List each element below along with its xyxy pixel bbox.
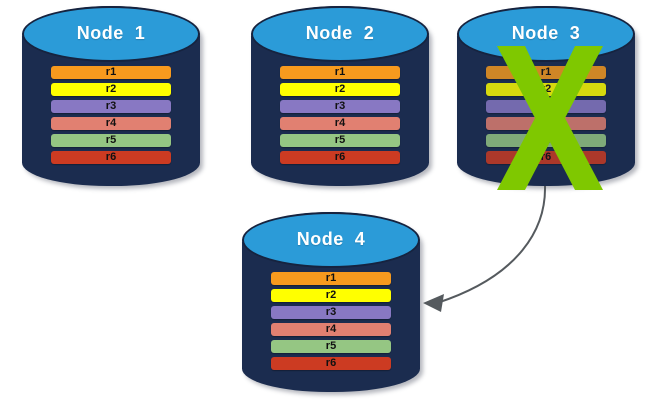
node-1-records: r1 r2 r3 r4 r5 r6	[51, 66, 171, 165]
record-bar-r4[interactable]: r4	[486, 117, 606, 131]
node-3-records: r1 r2 r3 r4 r5 r6	[486, 66, 606, 165]
record-bar-r2[interactable]: r2	[486, 83, 606, 97]
record-bar-r6[interactable]: r6	[280, 151, 400, 165]
record-bar-r5[interactable]: r5	[280, 134, 400, 148]
node-2-records: r1 r2 r3 r4 r5 r6	[280, 66, 400, 165]
cylinder-top-ellipse	[22, 6, 200, 62]
record-bar-r1[interactable]: r1	[486, 66, 606, 80]
record-bar-r3[interactable]: r3	[280, 100, 400, 114]
record-bar-r5[interactable]: r5	[271, 340, 391, 354]
record-bar-r5[interactable]: r5	[486, 134, 606, 148]
node-4-records: r1 r2 r3 r4 r5 r6	[271, 272, 391, 371]
record-bar-r5[interactable]: r5	[51, 134, 171, 148]
record-bar-r6[interactable]: r6	[51, 151, 171, 165]
record-bar-r2[interactable]: r2	[271, 289, 391, 303]
record-bar-r3[interactable]: r3	[271, 306, 391, 320]
record-bar-r3[interactable]: r3	[51, 100, 171, 114]
record-bar-r1[interactable]: r1	[271, 272, 391, 286]
record-bar-r4[interactable]: r4	[271, 323, 391, 337]
record-bar-r6[interactable]: r6	[271, 357, 391, 371]
node-2[interactable]: Node 2 r1 r2 r3 r4 r5 r6	[251, 6, 429, 186]
record-bar-r2[interactable]: r2	[280, 83, 400, 97]
record-bar-r4[interactable]: r4	[280, 117, 400, 131]
record-bar-r1[interactable]: r1	[280, 66, 400, 80]
record-bar-r2[interactable]: r2	[51, 83, 171, 97]
record-bar-r6[interactable]: r6	[486, 151, 606, 165]
node-4[interactable]: Node 4 r1 r2 r3 r4 r5 r6	[242, 212, 420, 392]
cylinder-top-ellipse	[242, 212, 420, 268]
record-bar-r1[interactable]: r1	[51, 66, 171, 80]
node-1[interactable]: Node 1 r1 r2 r3 r4 r5 r6	[22, 6, 200, 186]
node-3[interactable]: Node 3 r1 r2 r3 r4 r5 r6	[457, 6, 635, 186]
cylinder-top-ellipse	[251, 6, 429, 62]
cylinder-top-ellipse	[457, 6, 635, 62]
record-bar-r3[interactable]: r3	[486, 100, 606, 114]
record-bar-r4[interactable]: r4	[51, 117, 171, 131]
arrowhead	[423, 294, 444, 312]
